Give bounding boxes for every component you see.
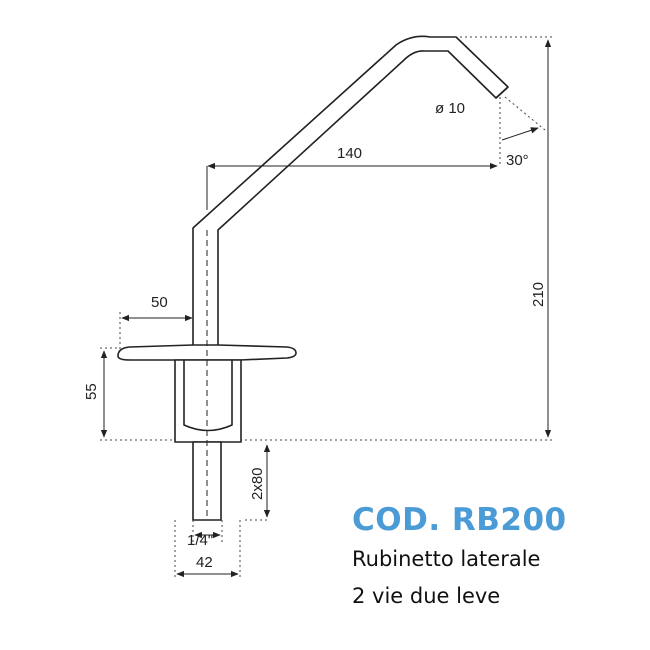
angle-arrow [501, 127, 539, 141]
dim-thread-length: 2x80 [249, 467, 266, 500]
product-description-line1: Rubinetto laterale [352, 547, 541, 571]
base-block [174, 359, 242, 443]
dim-base-offset: 50 [151, 294, 168, 311]
dim-angle: 30° [506, 152, 529, 169]
product-code: COD. RB200 [352, 502, 567, 538]
product-description-line2: 2 vie due leve [352, 584, 501, 608]
dim-height: 210 [530, 282, 547, 307]
dimension-arrows [100, 39, 552, 578]
extension-lines [100, 36, 555, 580]
dim-diameter: ø 10 [435, 100, 465, 117]
dim-thread: 1/4" [187, 532, 213, 549]
dim-base-height: 55 [83, 383, 100, 400]
spout-outline [192, 35, 509, 350]
dim-base-width: 42 [196, 554, 213, 571]
dim-reach: 140 [337, 145, 362, 162]
faucet-body [117, 35, 509, 521]
